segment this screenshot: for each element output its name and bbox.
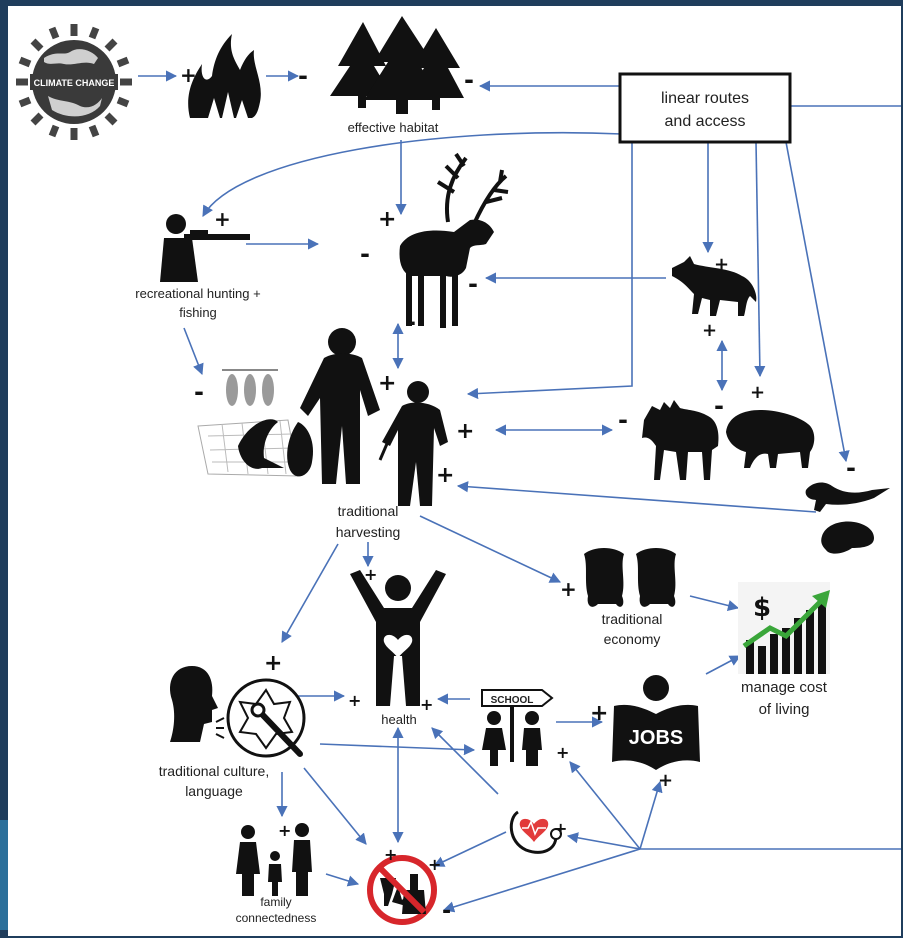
arrow-hub-to-jobs: [639, 780, 663, 850]
climate-change-label: CLIMATE CHANGE: [34, 78, 115, 88]
family-icon: [236, 823, 312, 896]
wolf-icon: [672, 256, 757, 316]
arrow-harvest-to-culture: [281, 543, 339, 643]
stethoscope-icon: [509, 810, 562, 854]
harvesters-icon: [287, 328, 448, 506]
muskrat-icon: [821, 521, 874, 554]
arrow-hub-to-stetho: [566, 832, 641, 850]
sign-minus: -: [194, 378, 204, 406]
arrow-hub-to-nosubst: [442, 848, 641, 913]
school-icon: SCHOOL: [481, 689, 554, 766]
traditional-economy-label-1: traditional: [602, 611, 663, 627]
forest-icon: [330, 16, 464, 114]
traditional-economy-label-2: economy: [604, 631, 661, 647]
bison-icon: [726, 410, 815, 468]
sign-plus: +: [364, 565, 377, 584]
health-label: health: [381, 712, 416, 727]
otter-icon: [805, 482, 890, 512]
sign-plus: +: [590, 701, 608, 726]
sign-minus: -: [468, 270, 478, 298]
polarity-signs: + - - + + - - - + + + - + - - + + - + + …: [180, 62, 856, 924]
family-label-2: connectedness: [236, 911, 317, 925]
arrow-routes-to-bison: [754, 141, 766, 378]
sign-plus: +: [378, 207, 396, 232]
arrows: [138, 70, 901, 913]
sign-plus: +: [658, 770, 673, 791]
recreational-label-2: fishing: [179, 305, 217, 320]
sign-minus: -: [846, 454, 856, 482]
sign-plus: +: [384, 845, 397, 864]
sign-minus: -: [618, 406, 628, 434]
arrow-stetho-to-nosubst: [432, 831, 507, 867]
jobs-icon: JOBS: [612, 675, 700, 770]
sign-plus: +: [556, 743, 569, 762]
linear-routes-label-1: linear routes: [661, 90, 749, 107]
sign-minus: -: [442, 899, 451, 924]
arrow-jobs-to-cost: [705, 655, 741, 675]
family-label-1: family: [260, 895, 291, 909]
sign-plus: +: [750, 382, 765, 403]
school-label: SCHOOL: [491, 695, 534, 706]
sign-plus: +: [278, 821, 291, 840]
arrow-hunter-to-fish: [183, 327, 204, 376]
sign-minus: -: [360, 240, 370, 268]
traditional-harvesting-label-1: traditional: [338, 503, 399, 519]
recreational-label-1: recreational hunting +: [135, 286, 260, 301]
arrow-family-to-nosubst: [325, 873, 360, 887]
speaking-head-icon: [170, 666, 225, 742]
arrow-routes-to-people: [466, 142, 633, 400]
hides-icon: [584, 548, 676, 607]
arrow-routes-to-otter: [785, 141, 850, 463]
sign-plus: +: [420, 695, 433, 714]
traditional-harvesting-label-2: harvesting: [336, 524, 401, 540]
linear-routes-box: linear routes and access: [618, 72, 792, 144]
drum-icon: [226, 678, 306, 758]
no-substances-icon: [367, 855, 437, 925]
diagram-canvas: CLIMATE CHANGE effective habitat linear …: [16, 16, 901, 925]
dollar-sign: $: [753, 593, 771, 623]
arrow-culture-to-nosubst: [303, 767, 367, 845]
traditional-culture-label-1: traditional culture,: [159, 763, 270, 779]
sign-plus: +: [554, 819, 567, 838]
arrow-stetho-to-health: [431, 727, 499, 795]
sign-plus: +: [180, 63, 197, 87]
arrow-harvest-to-economy: [419, 515, 562, 583]
sign-plus: +: [348, 691, 361, 710]
cost-of-living-icon: $: [738, 582, 830, 674]
sign-plus: +: [560, 577, 577, 601]
fishing-net-icon: [197, 419, 299, 477]
traditional-culture-label-2: language: [185, 783, 243, 799]
sign-minus: -: [298, 62, 308, 90]
sign-plus: +: [264, 651, 282, 676]
sign-plus: +: [456, 419, 474, 444]
moose-icon: [642, 400, 719, 480]
climate-change-icon: CLIMATE CHANGE: [16, 24, 132, 140]
arrow-routes-to-hunter: [202, 131, 623, 217]
manage-cost-label-1: manage cost: [741, 679, 828, 696]
sign-plus: +: [428, 855, 441, 874]
effective-habitat-label: effective habitat: [348, 120, 439, 135]
caribou-icon: [399, 152, 509, 328]
arrow-economy-to-cost: [689, 595, 740, 611]
sign-plus: +: [378, 371, 396, 396]
sign-minus: -: [406, 308, 416, 336]
sign-plus: +: [214, 207, 231, 231]
sign-minus: -: [464, 66, 474, 94]
sign-plus: +: [436, 463, 454, 488]
linear-routes-label-2: and access: [665, 113, 746, 130]
fish-rack-icon: [222, 369, 278, 406]
sign-minus: -: [714, 392, 724, 420]
jobs-label: JOBS: [629, 727, 683, 749]
manage-cost-label-2: of living: [759, 701, 810, 718]
sign-plus: +: [714, 254, 729, 275]
wildfire-icon: [188, 34, 261, 118]
health-figure-icon: [350, 570, 446, 706]
left-edge-strip: [0, 820, 8, 930]
arrow-hub-to-school: [569, 761, 641, 850]
hunter-icon: [160, 214, 250, 282]
diagram-panel: CLIMATE CHANGE effective habitat linear …: [8, 6, 901, 936]
sign-plus: +: [702, 320, 717, 341]
arrow-otter-to-people: [456, 481, 817, 513]
